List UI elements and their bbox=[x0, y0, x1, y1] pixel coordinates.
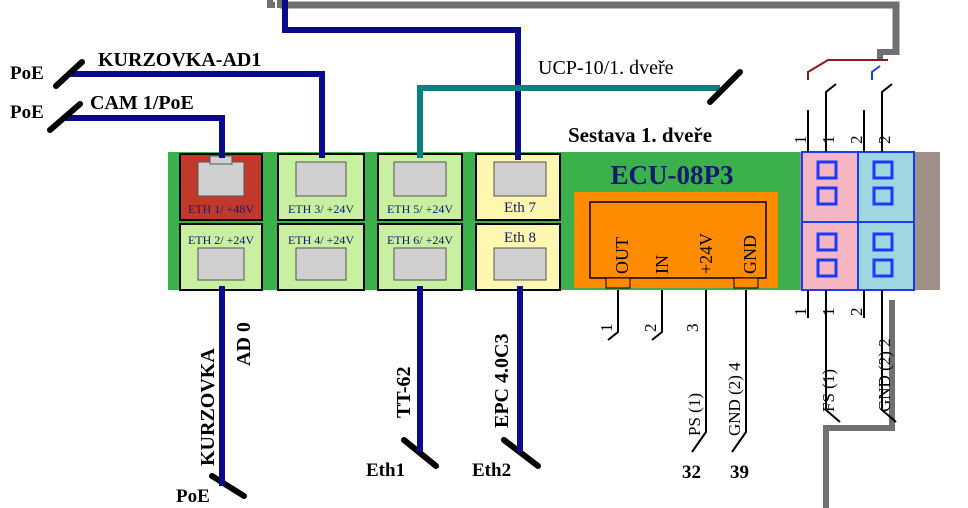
port-eth5-label: ETH 5/ +24V bbox=[387, 202, 453, 216]
poe-label-top2: PoE bbox=[10, 102, 44, 123]
ecu-terminal-frame bbox=[589, 201, 767, 279]
rt-screws bbox=[816, 160, 894, 278]
ucp-label: UCP-10/1. dveře bbox=[538, 57, 674, 79]
cable-kurzovka-ad1 bbox=[70, 71, 325, 158]
ecu-out-label: OUT bbox=[612, 237, 632, 274]
ecu-pin-1: 1 bbox=[597, 324, 616, 333]
port-eth1-label: ETH 1/ +48V bbox=[188, 202, 254, 216]
port-eth4-label: ETH 4/ +24V bbox=[288, 233, 354, 247]
kurzovka-ad0-label: KURZOVKA bbox=[197, 348, 219, 466]
rt-bot-right bbox=[857, 221, 915, 291]
ecu-gnd-label: GND bbox=[740, 235, 760, 274]
ecu-wire-2 bbox=[651, 290, 663, 341]
ecu-title: ECU-08P3 bbox=[611, 160, 734, 190]
ecu-pin-3: 3 bbox=[683, 324, 702, 333]
kurzovka-ad0-label-2: AD 0 bbox=[233, 322, 255, 366]
port-eth2 bbox=[179, 223, 263, 291]
cable-ucp bbox=[417, 85, 720, 158]
ecu-terminal-tab-right bbox=[733, 277, 759, 289]
rt-bot-2a: 2 bbox=[847, 308, 866, 317]
ecu-24v-label: +24V bbox=[696, 233, 716, 274]
port-eth7-label: Eth 7 bbox=[504, 200, 537, 216]
ecu-wire-4 bbox=[731, 290, 747, 453]
rt-top-2b: 2 bbox=[875, 136, 894, 145]
eth1-label: Eth1 bbox=[366, 460, 405, 481]
num-39: 39 bbox=[730, 462, 749, 483]
poe-label-bottom: PoE bbox=[176, 486, 210, 507]
port-eth6 bbox=[377, 223, 463, 291]
cable-top-blue bbox=[282, 0, 521, 160]
rt-bot-left bbox=[801, 221, 859, 291]
port-eth4 bbox=[277, 223, 365, 291]
blue-wire bbox=[871, 65, 881, 80]
gnd2-4-label: GND (2) 4 bbox=[725, 362, 744, 436]
eth2-label: Eth2 bbox=[472, 460, 511, 481]
ecu-wire-3 bbox=[691, 290, 707, 453]
kurzovka-ad1-label: KURZOVKA-AD1 bbox=[98, 49, 261, 71]
ps1-label: PS (1) bbox=[685, 393, 704, 436]
cut-marks bbox=[47, 59, 743, 499]
rt-top-1a: 1 bbox=[791, 136, 810, 145]
red-wire bbox=[807, 59, 888, 80]
tt62-label: TT-62 bbox=[393, 366, 415, 418]
epc-label: EPC 4.0C3 bbox=[491, 334, 513, 428]
port-eth2-label: ETH 2/ +24V bbox=[188, 233, 254, 247]
ecu-pin-2: 2 bbox=[641, 324, 660, 333]
port-eth6-label: ETH 6/ +24V bbox=[387, 233, 453, 247]
port-eth8 bbox=[475, 223, 561, 291]
rt-top-1b: 1 bbox=[819, 136, 838, 145]
gray-cable-top-right bbox=[280, 1, 900, 55]
poe-label-top1: PoE bbox=[10, 63, 44, 84]
port-eth7 bbox=[475, 153, 561, 221]
rt-bot-1a: 1 bbox=[791, 308, 810, 317]
rt-bot-1b: 1 bbox=[819, 308, 838, 317]
rt-wire-top bbox=[807, 83, 893, 152]
fs1-label: FS (1) bbox=[819, 369, 838, 412]
rt-top-2a: 2 bbox=[847, 136, 866, 145]
sestava-label: Sestava 1. dveře bbox=[568, 123, 712, 147]
gnd2-r-label: GND (2) 2 bbox=[875, 338, 894, 412]
port-eth3 bbox=[277, 153, 365, 221]
cam1-label: CAM 1/PoE bbox=[90, 92, 194, 114]
port-eth3-label: ETH 3/ +24V bbox=[288, 202, 354, 216]
port-eth5 bbox=[377, 153, 463, 221]
rt-wire-bottom bbox=[807, 290, 897, 423]
gray-cable-bottom bbox=[823, 300, 895, 508]
cable-cam1 bbox=[64, 115, 225, 158]
port-eth8-label: Eth 8 bbox=[504, 230, 536, 246]
port-eth1 bbox=[179, 153, 263, 221]
ecu-terminal-tab-left bbox=[605, 277, 631, 289]
ecu-wire-1 bbox=[607, 290, 619, 341]
num-32: 32 bbox=[682, 462, 701, 483]
ecu-in-label: IN bbox=[652, 255, 672, 274]
